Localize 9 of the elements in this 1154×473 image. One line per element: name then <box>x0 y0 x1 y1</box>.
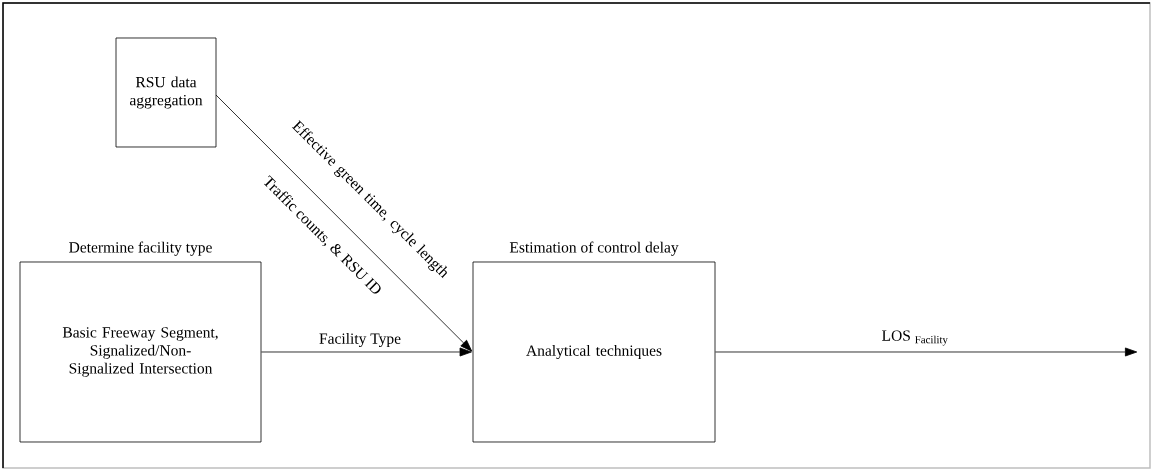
arrow <box>715 347 1138 357</box>
process-box: Analytical techniques <box>472 261 716 443</box>
box-heading: Estimation of control delay <box>509 241 679 256</box>
arrow <box>215 94 473 352</box>
process-box: Basic Freeway Segment, Signalized/Non-Signalized Intersection <box>19 261 262 443</box>
arrow <box>261 347 472 357</box>
process-box: RSU data aggregation <box>115 37 217 148</box>
box-heading: Determine facility type <box>69 241 212 256</box>
edge-label: LOS $_{Facility}$ <box>880 329 950 347</box>
